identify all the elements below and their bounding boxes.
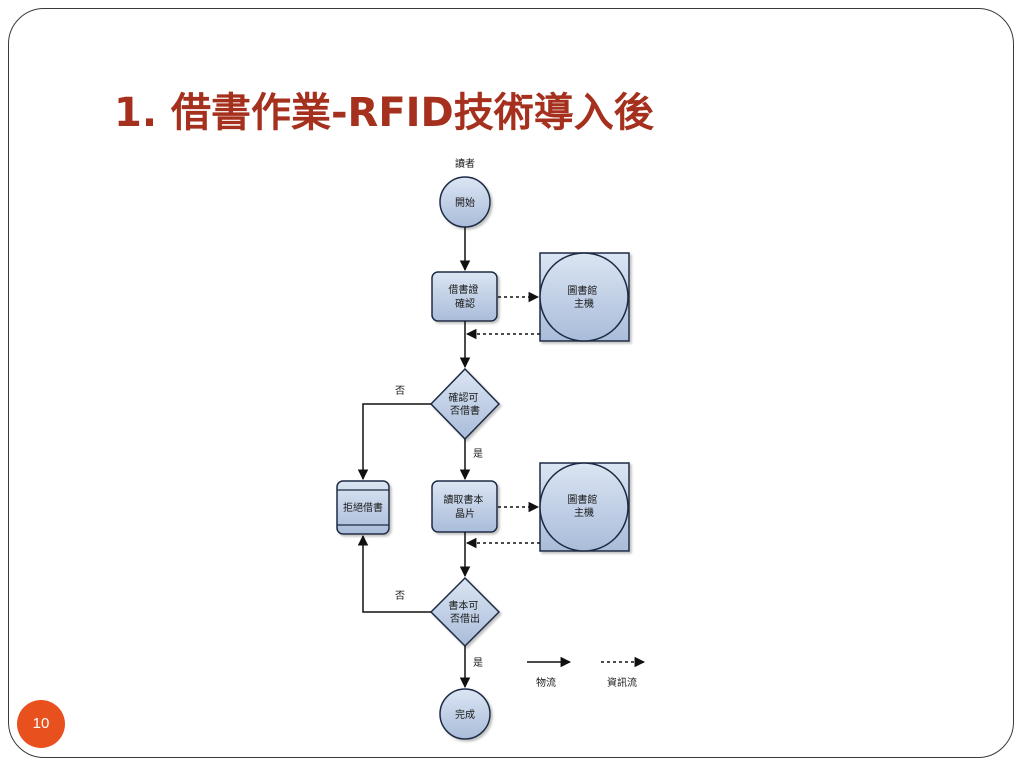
- decision-1-line2: 否借書: [450, 404, 480, 417]
- svg-text:圖書館 主機: 圖書館 主機: [567, 493, 600, 519]
- check-card-line1: 借書證: [448, 283, 478, 296]
- svg-text:書本可 否借出: 書本可 否借出: [448, 599, 481, 625]
- host-2-line1: 圖書館: [567, 493, 597, 506]
- host-1-line2: 主機: [574, 297, 594, 310]
- check-card-line2: 確認: [455, 297, 475, 310]
- slide-frame: [8, 8, 1014, 758]
- start-label: 開始: [455, 196, 475, 209]
- decision-2-line1: 書本可: [448, 599, 478, 612]
- reject-borrow-node: 拒絕借書: [336, 480, 390, 535]
- decision-1-no-label: 否: [395, 385, 405, 397]
- library-host-2: 圖書館 主機: [539, 462, 630, 552]
- svg-text:確認可 否借書: 確認可 否借書: [448, 391, 481, 417]
- decision-1: 確認可 否借書: [429, 367, 501, 441]
- start-node: 開始: [439, 176, 491, 228]
- svg-text:讀取書本 晶片: 讀取書本 晶片: [443, 493, 486, 520]
- check-card-process: 借書證 確認: [431, 271, 498, 322]
- legend-physical-flow-label: 物流: [536, 676, 556, 689]
- slide-title: 1. 借書作業-RFID技術導入後: [114, 90, 654, 136]
- decision-1-line1: 確認可: [448, 391, 478, 404]
- actor-label: 讀者: [455, 157, 475, 170]
- host-2-line2: 主機: [574, 506, 594, 519]
- decision-2-yes-label: 是: [473, 657, 483, 669]
- library-host-1: 圖書館 主機: [539, 252, 630, 342]
- flow-arrow-decision2-reject: [357, 534, 431, 613]
- decision-2-no-label: 否: [395, 590, 405, 602]
- legend: 物流 資訊流: [527, 656, 646, 689]
- svg-text:圖書館 主機: 圖書館 主機: [567, 284, 600, 310]
- host-1-line1: 圖書館: [567, 284, 597, 297]
- decision-1-yes-label: 是: [473, 448, 483, 460]
- read-chip-line1: 讀取書本: [443, 493, 483, 506]
- flow-arrow-decision1-reject: [357, 403, 431, 481]
- read-chip-line2: 晶片: [455, 507, 475, 520]
- read-chip-process: 讀取書本 晶片: [431, 480, 498, 533]
- legend-info-flow-label: 資訊流: [607, 676, 637, 689]
- decision-2-line2: 否借出: [450, 612, 480, 625]
- reject-label: 拒絕借書: [343, 501, 383, 514]
- end-node: 完成: [439, 688, 491, 740]
- page-number-badge: 10: [17, 700, 65, 748]
- svg-text:借書證 確認: 借書證 確認: [448, 283, 481, 310]
- end-label: 完成: [455, 708, 475, 721]
- decision-2: 書本可 否借出: [429, 576, 501, 648]
